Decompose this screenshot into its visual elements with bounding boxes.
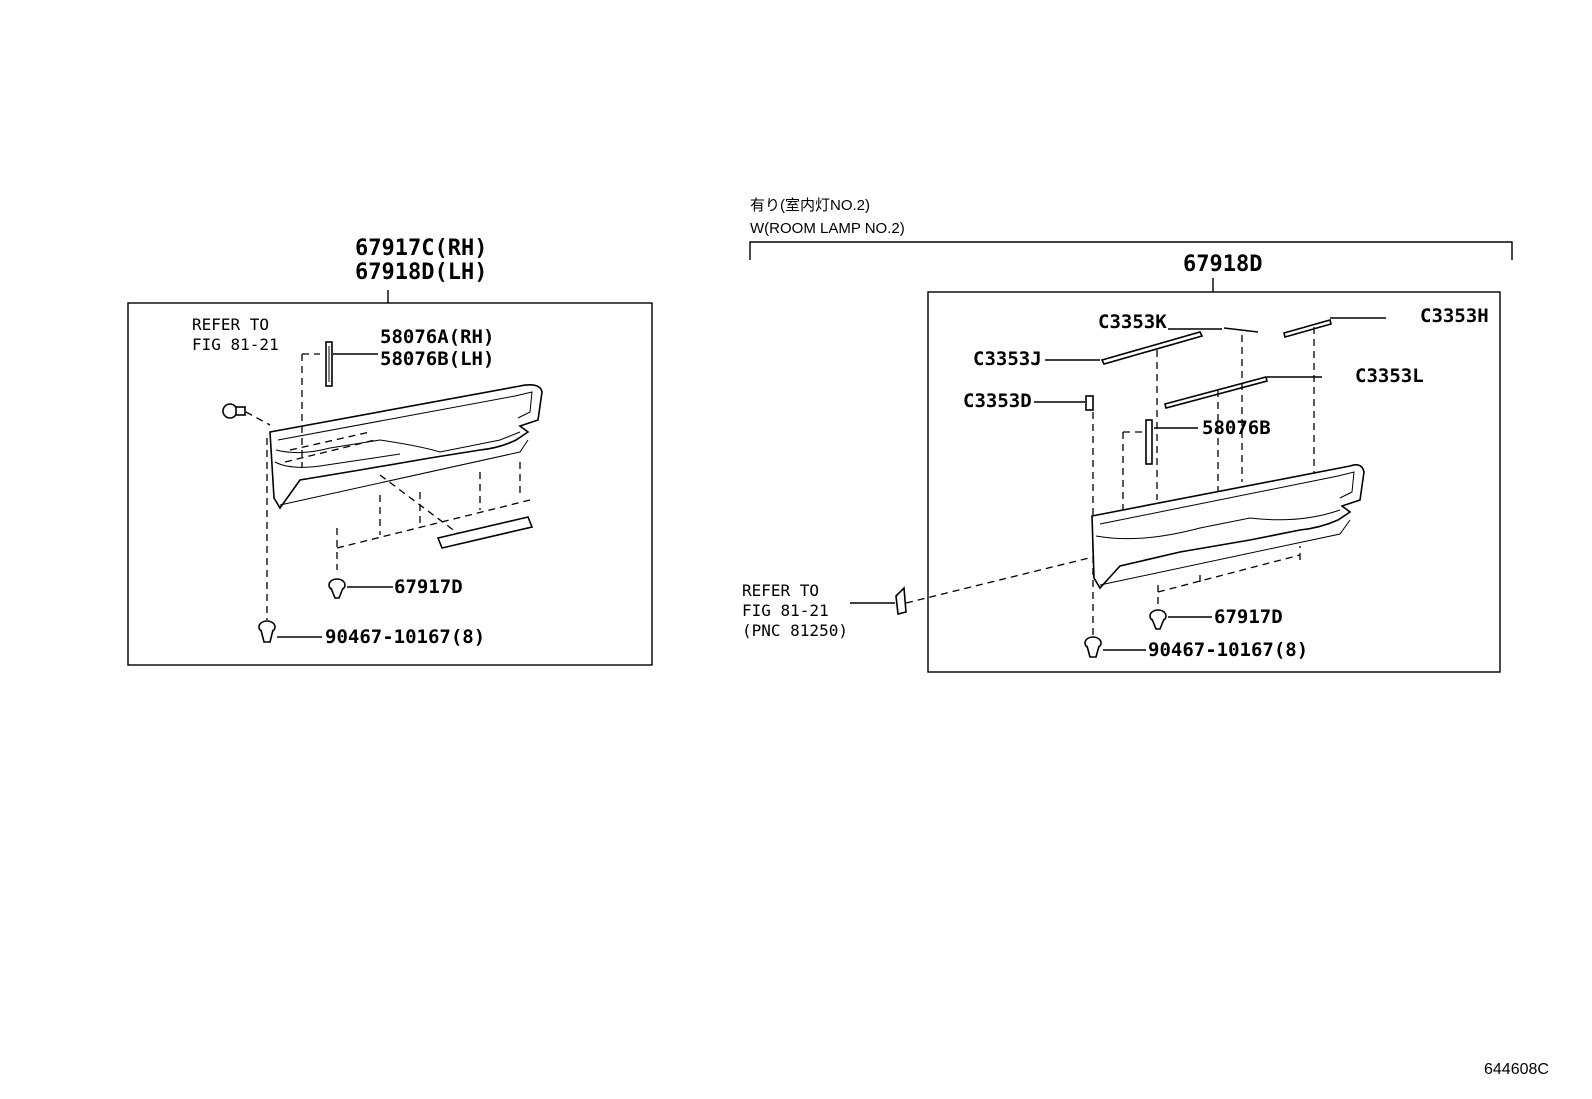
left-clip-icon: [328, 578, 346, 599]
left-screw-head-icon: [222, 403, 246, 419]
left-clip-label: 67917D: [394, 576, 463, 598]
condition-bracket: [749, 241, 1513, 260]
left-screw-icon: [258, 620, 276, 643]
right-scuff-plate: [1091, 464, 1365, 590]
part-l-label: C3353L: [1355, 365, 1424, 387]
left-label-rh: 58076A(RH): [380, 326, 494, 348]
right-refer-line2: FIG 81-21: [742, 601, 829, 620]
cover-d: [1085, 395, 1094, 411]
condition-jp: 有り(室内灯NO.2): [750, 197, 870, 214]
left-screw-label: 90467-10167(8): [325, 626, 485, 648]
left-trim-strip: [436, 516, 534, 549]
left-refer-line1: REFER TO: [192, 315, 269, 334]
left-assembly-rh: 67917C(RH): [355, 236, 487, 261]
left-assembly-lh: 67918D(LH): [355, 260, 487, 285]
right-screw-label: 90467-10167(8): [1148, 639, 1308, 661]
right-screw-icon: [1084, 636, 1102, 658]
strip-h: [1283, 319, 1332, 338]
right-group: 有り(室内灯NO.2) W(ROOM LAMP NO.2) 67918D C33…: [742, 197, 1513, 673]
part-k-label: C3353K: [1098, 311, 1167, 333]
right-assembly: 67918D: [1183, 252, 1262, 277]
left-refer-line2: FIG 81-21: [192, 335, 279, 354]
hook-icon: [895, 586, 907, 615]
strip-j: [1100, 331, 1204, 365]
right-frame: [927, 291, 1501, 673]
left-label-lh: 58076B(LH): [380, 348, 494, 370]
left-frame: [127, 302, 653, 666]
part-j-label: C3353J: [973, 348, 1042, 370]
strip-l: [1164, 376, 1268, 409]
part-d-label: C3353D: [963, 390, 1032, 412]
right-clip-icon: [1149, 609, 1167, 630]
part-h-label: C3353H: [1420, 305, 1489, 327]
right-refer-line1: REFER TO: [742, 581, 819, 600]
left-scuff-plate: [269, 384, 543, 510]
right-caution-label: [1145, 419, 1153, 465]
diagram-id: 644608C: [1484, 1061, 1549, 1078]
left-group: 67917C(RH) 67918D(LH) REFER TO FIG 81-21…: [127, 236, 653, 666]
condition-en: W(ROOM LAMP NO.2): [750, 220, 905, 237]
strip-k: [1223, 327, 1259, 333]
right-refer-line3: (PNC 81250): [742, 621, 848, 640]
right-clip-label: 67917D: [1214, 606, 1283, 628]
right-label: 58076B: [1202, 417, 1271, 439]
